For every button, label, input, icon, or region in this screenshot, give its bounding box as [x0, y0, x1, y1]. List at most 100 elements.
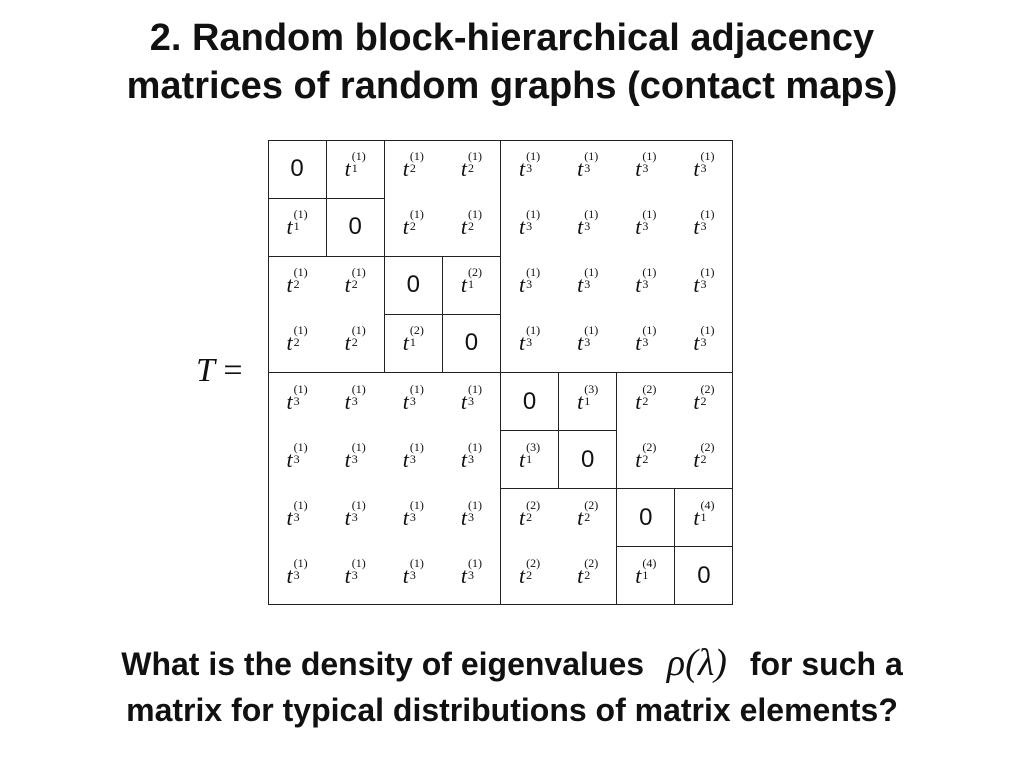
matrix-entry-t: t(1)2 — [402, 207, 424, 240]
matrix-cell-r5-c5: 0 — [501, 373, 559, 431]
matrix-cell-r1-c7: t(1)3 — [617, 140, 675, 198]
matrix-cell-r6-c3: t(1)3 — [384, 431, 442, 489]
matrix-cell-r2-c3: t(1)2 — [384, 198, 442, 256]
matrix-cell-r3-c2: t(1)2 — [326, 256, 384, 314]
matrix-cell-r8-c4: t(1)3 — [442, 547, 500, 605]
matrix-entry-zero: 0 — [639, 503, 653, 531]
block-level1-8 — [442, 314, 501, 373]
matrix-cell-r7-c1: t(1)3 — [268, 489, 326, 547]
matrix-entry-t: t(1)1 — [344, 149, 366, 182]
matrix-entry-zero: 0 — [348, 213, 362, 241]
matrix-cell-r2-c1: t(1)1 — [268, 198, 326, 256]
matrix-cell-r6-c7: t(2)2 — [617, 431, 675, 489]
question-line-2: matrix for typical distributions of matr… — [126, 692, 898, 728]
matrix-cell-r4-c2: t(1)2 — [326, 314, 384, 372]
matrix-cell-r1-c5: t(1)3 — [501, 140, 559, 198]
matrix-entry-t: t(1)2 — [460, 207, 482, 240]
matrix-entry-t: t(1)3 — [286, 439, 308, 472]
matrix-entry-t: t(1)3 — [460, 497, 482, 530]
matrix-entry-t: t(2)2 — [693, 439, 715, 472]
matrix-cell-r3-c3: 0 — [384, 256, 442, 314]
matrix-entry-t: t(1)3 — [460, 555, 482, 588]
matrix-cell-r8-c2: t(1)3 — [326, 547, 384, 605]
matrix-cell-r4-c8: t(1)3 — [675, 314, 733, 372]
matrix-cell-r7-c5: t(2)2 — [501, 489, 559, 547]
matrix-entry-t: t(1)3 — [286, 555, 308, 588]
matrix-cell-r1-c1: 0 — [268, 140, 326, 198]
equals-sign: = — [223, 352, 243, 389]
matrix-entry-t: t(1)3 — [577, 207, 599, 240]
matrix-entry-zero: 0 — [464, 329, 479, 357]
matrix-cell-r8-c8: 0 — [675, 547, 733, 605]
slide-title: 2. Random block-hierarchical adjacency m… — [0, 14, 1024, 110]
matrix-entry-t: t(1)3 — [519, 323, 541, 356]
matrix-entry-zero: 0 — [697, 561, 711, 589]
matrix-entry-t: t(1)3 — [693, 323, 715, 356]
matrix-entry-t: t(2)1 — [402, 323, 424, 356]
matrix-entry-t: t(4)1 — [693, 497, 715, 530]
matrix-entry-t: t(2)2 — [519, 497, 541, 530]
matrix-entry-t: t(1)3 — [344, 439, 366, 472]
matrix-entry-t: t(1)3 — [286, 497, 308, 530]
matrix-entry-t: t(1)1 — [286, 207, 308, 240]
matrix-cell-r4-c4: 0 — [442, 314, 500, 372]
question-line-1: What is the density of eigenvalues ρ(λ) … — [0, 640, 1024, 687]
matrix-entry-t: t(1)3 — [402, 497, 424, 530]
matrix-cell-r1-c8: t(1)3 — [675, 140, 733, 198]
matrix-cell-r1-c6: t(1)3 — [559, 140, 617, 198]
matrix-entry-t: t(1)3 — [519, 207, 541, 240]
matrix-cell-r1-c4: t(1)2 — [442, 140, 500, 198]
matrix-cell-r1-c2: t(1)1 — [326, 140, 384, 198]
matrix-entry-t: t(1)3 — [693, 149, 715, 182]
matrix-entry-t: t(1)2 — [286, 265, 308, 298]
matrix-entry-t: t(1)3 — [402, 381, 424, 414]
matrix-cell-r6-c1: t(1)3 — [268, 431, 326, 489]
matrix-entry-t: t(1)3 — [635, 265, 657, 298]
matrix-entry-t: t(1)3 — [460, 439, 482, 472]
matrix-entry-t: t(3)1 — [519, 439, 541, 472]
matrix-cell-r8-c6: t(2)2 — [559, 547, 617, 605]
matrix-cell-r7-c7: 0 — [617, 489, 675, 547]
matrix-cell-r5-c3: t(1)3 — [384, 373, 442, 431]
title-line-2: matrices of random graphs (contact maps) — [126, 65, 898, 107]
matrix-cell-r3-c1: t(1)2 — [268, 256, 326, 314]
matrix-entry-t: t(1)3 — [402, 555, 424, 588]
matrix-cell-r6-c8: t(2)2 — [675, 431, 733, 489]
matrix-cell-r5-c1: t(1)3 — [268, 373, 326, 431]
matrix-cell-r4-c5: t(1)3 — [501, 314, 559, 372]
matrix-entry-t: t(1)3 — [344, 381, 366, 414]
matrix-entry-t: t(1)3 — [693, 265, 715, 298]
matrix-cell-r2-c2: 0 — [326, 198, 384, 256]
matrix-entry-t: t(1)3 — [286, 381, 308, 414]
matrix-cell-r7-c2: t(1)3 — [326, 489, 384, 547]
matrix-entry-t: t(2)2 — [519, 555, 541, 588]
matrix-cell-r8-c7: t(4)1 — [617, 547, 675, 605]
matrix-cell-r4-c6: t(1)3 — [559, 314, 617, 372]
matrix-cell-r8-c1: t(1)3 — [268, 547, 326, 605]
matrix-cell-r3-c6: t(1)3 — [559, 256, 617, 314]
matrix-entry-t: t(1)2 — [286, 323, 308, 356]
rho-lambda-symbol: ρ(λ) — [666, 642, 727, 684]
matrix-cell-r2-c6: t(1)3 — [559, 198, 617, 256]
matrix-cell-r4-c7: t(1)3 — [617, 314, 675, 372]
matrix-cell-r3-c7: t(1)3 — [617, 256, 675, 314]
matrix-entry-zero: 0 — [581, 445, 595, 473]
matrix-label: T = — [196, 352, 243, 390]
matrix-entry-t: t(2)2 — [693, 381, 715, 414]
matrix-cell-r7-c8: t(4)1 — [675, 489, 733, 547]
matrix-entry-t: t(2)2 — [577, 555, 599, 588]
matrix-cell-r8-c3: t(1)3 — [384, 547, 442, 605]
question-line-1-start: What is the density of eigenvalues — [121, 646, 645, 682]
matrix-entry-zero: 0 — [522, 387, 537, 415]
matrix-entry-t: t(2)2 — [577, 497, 599, 530]
block-level1-4 — [326, 198, 385, 257]
matrix-cell-r6-c2: t(1)3 — [326, 431, 384, 489]
matrix-symbol: T — [196, 352, 215, 389]
matrix-entry-t: t(3)1 — [577, 381, 599, 414]
matrix-entry-t: t(1)3 — [635, 149, 657, 182]
matrix-entry-t: t(1)3 — [577, 265, 599, 298]
matrix-cell-r5-c7: t(2)2 — [617, 373, 675, 431]
matrix-entry-t: t(1)3 — [460, 381, 482, 414]
matrix-entry-t: t(1)3 — [577, 149, 599, 182]
